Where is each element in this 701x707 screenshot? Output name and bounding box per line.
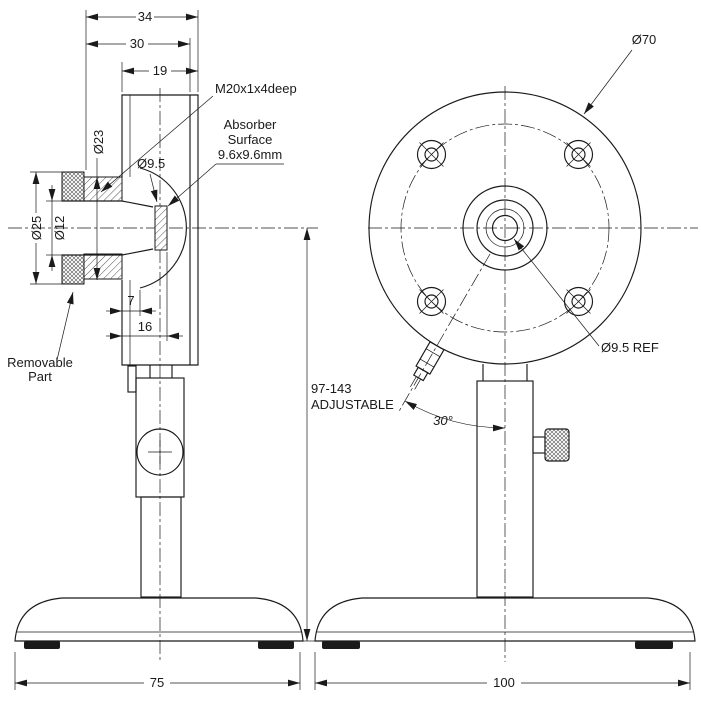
screw-inner-circle [571,147,586,162]
screw-inner-circle [424,294,439,309]
center-ring-circle [476,199,534,257]
swivel-clamp-hole [136,428,184,476]
dim-d95ref-label: Ø9.5 REF [601,340,659,355]
screw-top-right [563,139,594,170]
base-side-foot-right [258,641,294,649]
screw-outer-circle [563,286,594,317]
screw-outer-circle [416,139,447,170]
screw-cross-line [419,142,444,167]
connector-step-line [419,358,435,368]
dim-d12-label: Ø12 [52,216,67,241]
cable-line [410,376,417,388]
dim-19-label: 19 [153,63,167,78]
center-boss-circle [462,185,548,271]
screw-cross-line [566,142,591,167]
screw-bottom-right [563,286,594,317]
aperture-outer-circle [485,208,525,248]
cable-connector [410,340,445,390]
centerlines [8,86,698,662]
support-column-side [140,496,182,598]
removable-part-leader [56,291,74,361]
absorber-section [154,205,168,251]
absorber-callout-line1: Absorber [224,117,277,132]
thread-callout-leader [100,95,214,193]
screw-outer-circle [563,139,594,170]
dim-d23-label: Ø23 [91,130,106,155]
dim-d25-label: Ø25 [29,216,44,241]
cable-line [414,378,421,390]
support-column-front [476,380,534,598]
screw-bottom-left [416,286,447,317]
head-outer-circle [368,91,642,365]
aperture-circle [491,214,519,242]
side-view [14,94,304,649]
dim-d95-leader [149,173,158,203]
internal-dome-arc [139,167,187,289]
removable-part-label-line1: Removable [7,355,73,370]
height-adjustable-label: ADJUSTABLE [311,397,394,412]
dim-d95ref-leader [513,238,600,347]
dim-7-label: 7 [127,293,134,308]
knob-shaft [532,436,546,454]
dim-75-label: 75 [150,675,164,690]
dim-16-label: 16 [138,319,152,334]
side-view-dimensions: 34 30 19 M20x1x4deep Absorber Surface 9.… [7,9,394,690]
flange-wall-bottom [61,254,85,285]
base-front-foot-right [635,641,673,649]
base-side [14,597,304,642]
absorber-callout-line2: Surface [228,132,273,147]
base-side-foot-left [24,641,60,649]
connector-tip [412,366,429,382]
front-view-dimensions: Ø70 Ø9.5 REF 30° 100 [314,32,691,690]
screw-top-left [416,139,447,170]
dim-34-label: 34 [138,9,152,24]
screw-outer-circle [416,286,447,317]
bolt-circle [400,123,610,333]
dim-100-label: 100 [493,675,515,690]
angle-label: 30° [433,413,453,428]
absorber-callout-line3: 9.6x9.6mm [218,147,282,162]
side-latch [127,365,137,393]
cone-line-top [121,200,154,208]
absorber-callout-leader [167,163,217,207]
dim-d70-leader [583,49,633,115]
connector-axis-centerline [397,253,491,414]
height-dim-label: 97-143 [311,381,351,396]
screw-inner-circle [424,147,439,162]
base-front [314,597,696,642]
head-body-outline [121,94,199,366]
flange-wall-top [61,171,85,202]
adjustment-knob[interactable] [544,428,570,462]
front-view [314,91,696,649]
angle-arc [404,400,506,432]
thread-callout-label: M20x1x4deep [215,81,297,96]
cone-line-bottom [121,248,154,256]
base-front-foot-left [322,641,360,649]
screw-cross-line [566,289,591,314]
removable-part-label-line2: Part [28,369,52,384]
thread-wall-bottom [83,253,123,280]
connector-step-line [425,348,441,358]
dim-d95-label: Ø9.5 [137,156,165,171]
screw-cross-line [419,289,444,314]
dim-d70-label: Ø70 [632,32,657,47]
screw-inner-circle [571,294,586,309]
thread-wall-top [83,176,123,202]
dim-30-label: 30 [130,36,144,51]
